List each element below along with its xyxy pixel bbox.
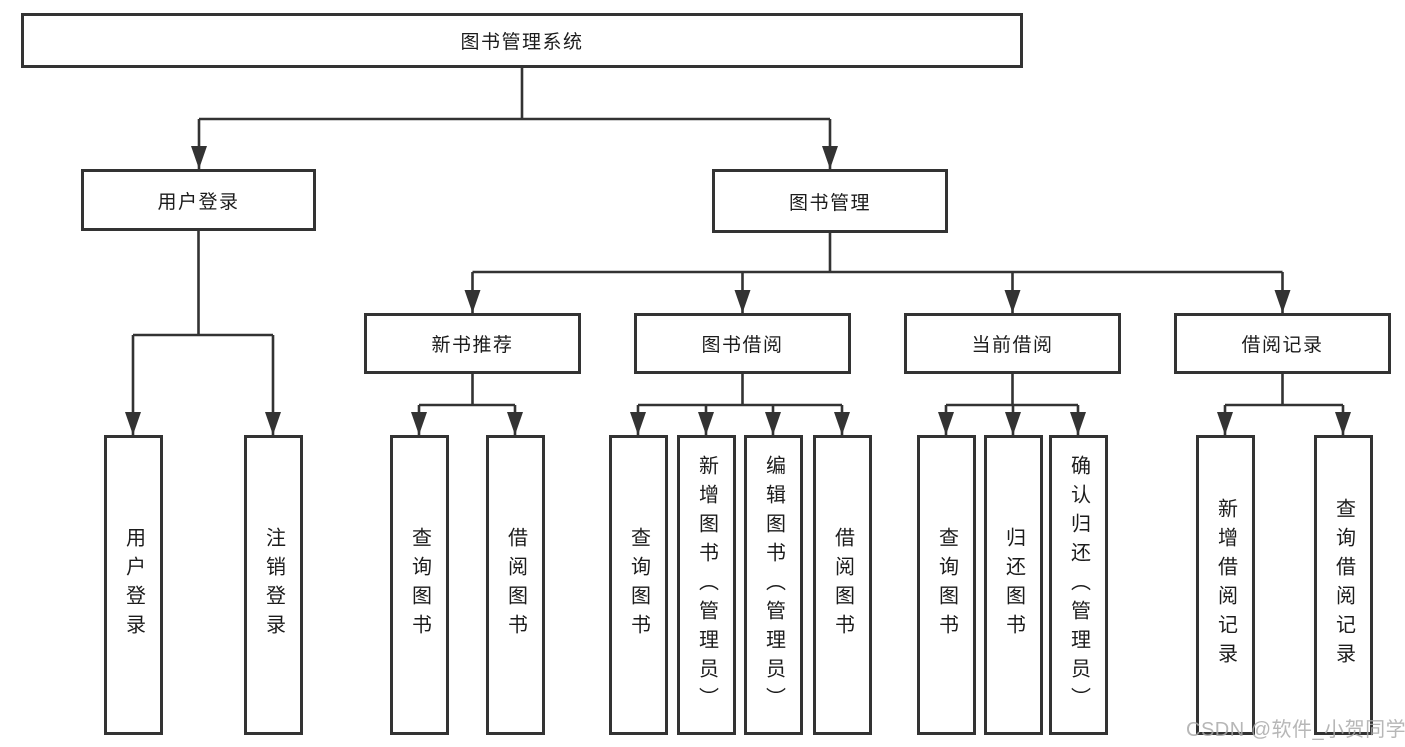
node-label: 确认归还（管理员） xyxy=(1067,454,1090,716)
arrowhead xyxy=(822,146,838,169)
node-current-borrow: 当前借阅 xyxy=(904,313,1121,374)
node-label: 图书管理 xyxy=(788,192,871,214)
leaf-add-books-admin: 新增图书（管理员） xyxy=(677,435,736,735)
node-label: 编辑图书（管理员） xyxy=(762,454,785,716)
arrowhead xyxy=(698,412,714,435)
arrowhead xyxy=(1070,412,1086,435)
csdn-watermark: CSDN @软件_小贺同学 xyxy=(1186,719,1405,741)
node-new-book-recommend: 新书推荐 xyxy=(364,313,581,374)
arrowhead xyxy=(1274,290,1291,313)
node-root: 图书管理系统 xyxy=(21,13,1023,68)
node-user-login: 用户登录 xyxy=(81,169,316,231)
arrowhead xyxy=(464,290,481,313)
leaf-query-books-recommend: 查询图书 xyxy=(390,435,449,735)
node-book-borrow: 图书借阅 xyxy=(634,313,851,374)
leaf-borrow-books: 借阅图书 xyxy=(813,435,872,735)
node-label: 查询借阅记录 xyxy=(1332,498,1355,672)
arrowhead xyxy=(630,412,646,435)
arrowhead xyxy=(765,412,781,435)
node-label: 注销登录 xyxy=(262,527,285,643)
arrowhead xyxy=(507,412,523,435)
node-borrow-records: 借阅记录 xyxy=(1174,313,1391,374)
node-label: 借阅图书 xyxy=(504,527,527,643)
leaf-return-books: 归还图书 xyxy=(984,435,1043,735)
node-label: 查询图书 xyxy=(408,527,431,643)
arrowhead xyxy=(1217,412,1233,435)
node-label: 借阅图书 xyxy=(831,527,854,643)
arrowhead xyxy=(411,412,427,435)
connector-book-management xyxy=(471,233,1284,313)
connector-book-borrow xyxy=(636,374,844,435)
connector-root xyxy=(197,68,832,169)
leaf-confirm-return-admin: 确认归还（管理员） xyxy=(1049,435,1108,735)
leaf-query-books-current: 查询图书 xyxy=(917,435,976,735)
connector-user-login xyxy=(131,231,275,435)
leaf-edit-books-admin: 编辑图书（管理员） xyxy=(744,435,803,735)
node-label: 借阅记录 xyxy=(1241,335,1324,356)
arrowhead xyxy=(1335,412,1351,435)
arrowhead xyxy=(938,412,954,435)
arrowhead xyxy=(1004,290,1021,313)
node-label: 当前借阅 xyxy=(971,335,1054,356)
leaf-query-books-borrow: 查询图书 xyxy=(609,435,668,735)
node-label: 新增图书（管理员） xyxy=(695,454,718,716)
leaf-user-login: 用户登录 xyxy=(104,435,163,735)
leaf-borrow-books-recommend: 借阅图书 xyxy=(486,435,545,735)
node-label: 图书管理系统 xyxy=(460,32,584,53)
node-label: 用户登录 xyxy=(157,191,240,213)
leaf-query-borrow-record: 查询借阅记录 xyxy=(1314,435,1373,735)
arrowhead xyxy=(1005,412,1021,435)
connector-borrow-record xyxy=(1223,374,1345,435)
arrowhead xyxy=(125,412,141,435)
connector-new-book xyxy=(417,374,517,435)
node-label: 图书借阅 xyxy=(701,335,784,356)
node-label: 查询图书 xyxy=(627,527,650,643)
node-label: 查询图书 xyxy=(935,527,958,643)
node-label: 新增借阅记录 xyxy=(1214,498,1237,672)
node-label: 用户登录 xyxy=(122,527,145,643)
arrowhead xyxy=(191,146,207,169)
arrowhead xyxy=(834,412,850,435)
node-book-management: 图书管理 xyxy=(712,169,948,233)
arrowhead xyxy=(734,290,751,313)
node-label: 新书推荐 xyxy=(431,335,514,356)
arrowhead xyxy=(265,412,281,435)
node-label: 归还图书 xyxy=(1002,527,1025,643)
leaf-logout: 注销登录 xyxy=(244,435,303,735)
leaf-add-borrow-record: 新增借阅记录 xyxy=(1196,435,1255,735)
